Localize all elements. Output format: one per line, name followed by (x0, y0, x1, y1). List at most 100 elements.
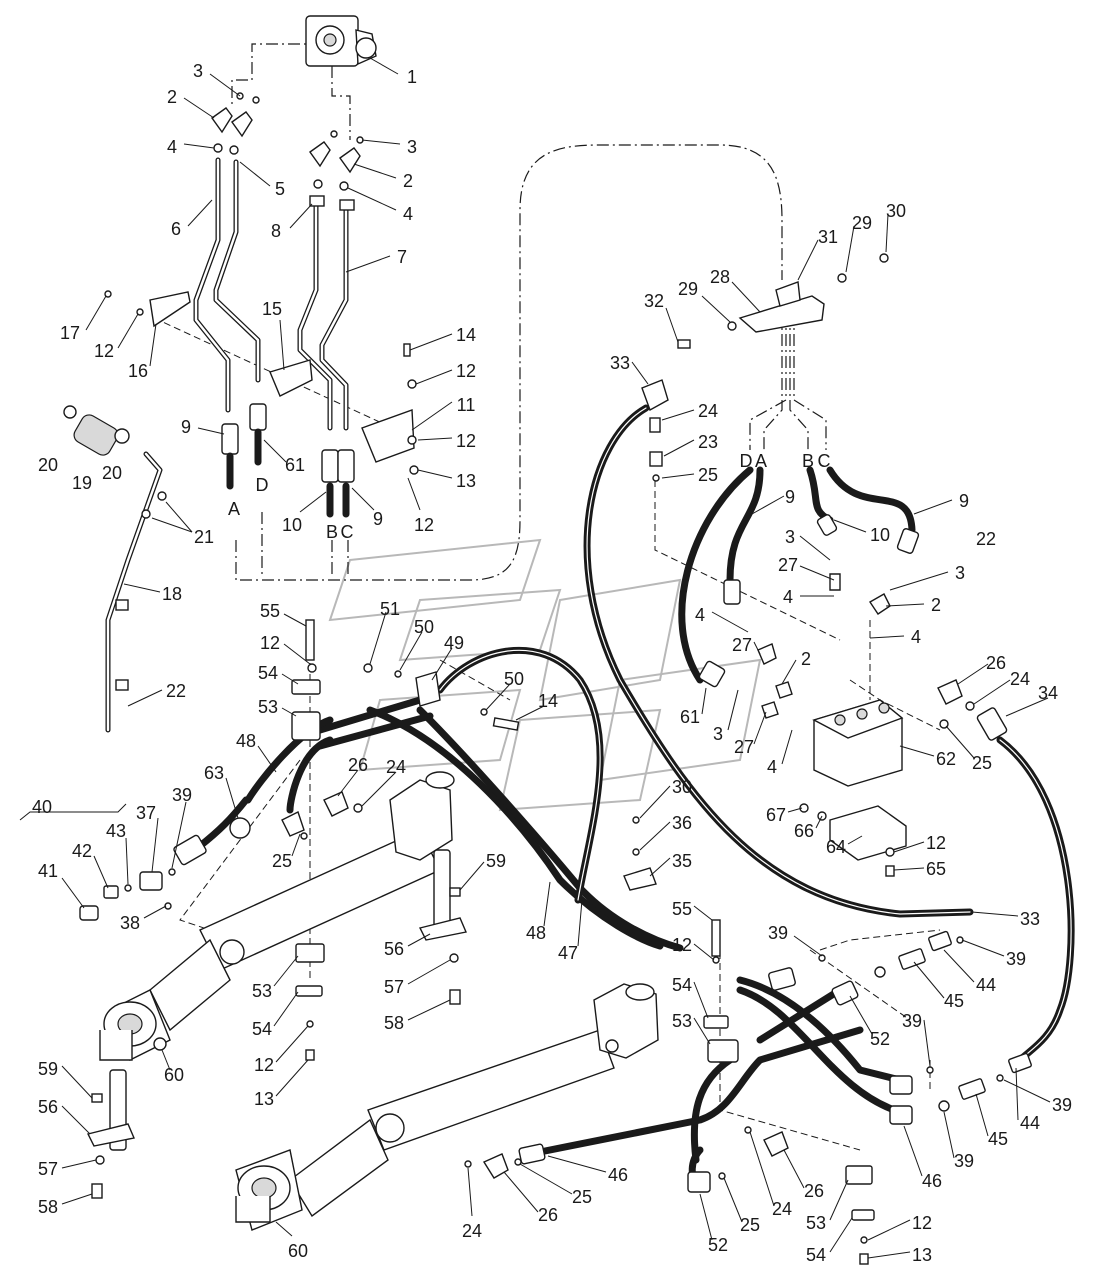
callout-label: 57 (38, 1159, 58, 1179)
callout-label: 12 (254, 1055, 274, 1075)
callout-label: 42 (72, 841, 92, 861)
callout-label: 24 (462, 1221, 482, 1241)
callout-label: 12 (260, 633, 280, 653)
callout-label: 29 (852, 213, 872, 233)
callout-label: C (818, 451, 831, 471)
steel-tubes (193, 157, 355, 431)
callout-label: 66 (794, 821, 814, 841)
callout-label: 4 (167, 137, 177, 157)
callout-label: 39 (1006, 949, 1026, 969)
callout-label: 61 (680, 707, 700, 727)
callout-label: 24 (386, 757, 406, 777)
callout-label: 54 (258, 663, 278, 683)
callout-label: 53 (258, 697, 278, 717)
mounting-plate (677, 253, 889, 349)
callout-label: 39 (1052, 1095, 1072, 1115)
callout-label: 44 (1020, 1113, 1040, 1133)
callout-label: 2 (167, 87, 177, 107)
callout-label: 65 (926, 859, 946, 879)
callout-label: 51 (380, 599, 400, 619)
callout-label: A (228, 499, 240, 519)
callout-label: 49 (444, 633, 464, 653)
leader-lines (61, 57, 1051, 1259)
callout-label: 54 (252, 1019, 272, 1039)
callout-label: 59 (38, 1059, 58, 1079)
callout-label: 34 (1038, 683, 1058, 703)
callout-label: 13 (912, 1245, 932, 1265)
callout-label: 24 (1010, 669, 1030, 689)
callout-label: 27 (732, 635, 752, 655)
callout-label: 57 (384, 977, 404, 997)
callout-label: 22 (166, 681, 186, 701)
callout-label: 25 (972, 753, 992, 773)
lever-assembly (63, 405, 167, 733)
callout-label: 62 (936, 749, 956, 769)
callout-label: 12 (912, 1213, 932, 1233)
callout-label: 31 (818, 227, 838, 247)
callout-label: 3 (407, 137, 417, 157)
callout-label: 26 (804, 1181, 824, 1201)
callout-label: 63 (204, 763, 224, 783)
upper-hose-ends (221, 403, 355, 518)
adapter-fittings (818, 930, 1032, 1112)
callout-label: 60 (164, 1065, 184, 1085)
callout-label: 26 (986, 653, 1006, 673)
lower-hoses (464, 967, 913, 1193)
callout-label: 8 (271, 221, 281, 241)
callout-label: 32 (644, 291, 664, 311)
callout-label: 25 (272, 851, 292, 871)
left-hose-48 (173, 619, 334, 866)
control-valve (799, 699, 907, 877)
callout-label: 10 (282, 515, 302, 535)
callout-label: 58 (384, 1013, 404, 1033)
callout-label: 39 (954, 1151, 974, 1171)
callout-label: 6 (171, 219, 181, 239)
left-fitting-group (19, 803, 176, 921)
callout-label: 27 (734, 737, 754, 757)
callout-label: 2 (801, 649, 811, 669)
callout-label: 4 (767, 757, 777, 777)
callout-label: 13 (456, 471, 476, 491)
callout-label: 3 (193, 61, 203, 81)
callout-label: 12 (672, 935, 692, 955)
callout-label: 9 (373, 509, 383, 529)
callout-label: 40 (32, 797, 52, 817)
callout-label: 12 (414, 515, 434, 535)
callout-label: 46 (608, 1165, 628, 1185)
callout-label: 25 (572, 1187, 592, 1207)
pins (86, 849, 467, 1199)
callout-label: D (740, 451, 753, 471)
clamp-35 (623, 816, 657, 891)
callout-label: 33 (610, 353, 630, 373)
brackets (104, 290, 419, 475)
callout-label: A (755, 451, 767, 471)
right-fittings (937, 679, 1008, 741)
callout-label: 20 (102, 463, 122, 483)
callout-label: 43 (106, 821, 126, 841)
callout-label: 58 (38, 1197, 58, 1217)
callout-label: 50 (414, 617, 434, 637)
callout-label: 3 (785, 527, 795, 547)
callout-label: 41 (38, 861, 58, 881)
callout-label: 61 (285, 455, 305, 475)
lower-cylinder (235, 983, 659, 1231)
callout-label: 9 (959, 491, 969, 511)
callout-label: 39 (172, 785, 192, 805)
long-hose-33 (583, 379, 974, 918)
upper-fittings (211, 92, 364, 191)
callout-label: 52 (870, 1029, 890, 1049)
callout-label: 36 (672, 813, 692, 833)
callout-label: 16 (128, 361, 148, 381)
callout-label: 1 (407, 67, 417, 87)
callout-label: 55 (672, 899, 692, 919)
callout-label: 25 (740, 1215, 760, 1235)
cylinder-fittings-upper (281, 791, 363, 840)
callout-label: 39 (902, 1011, 922, 1031)
valve-hoses (678, 466, 920, 719)
callout-label: 45 (944, 991, 964, 1011)
clamps-left (295, 943, 325, 1061)
callout-label: 19 (72, 473, 92, 493)
callout-label: 20 (38, 455, 58, 475)
callout-label: 17 (60, 323, 80, 343)
